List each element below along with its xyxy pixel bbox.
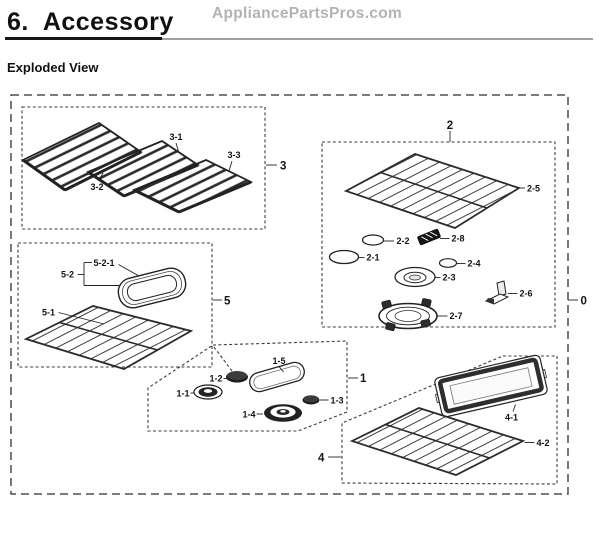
- title-underline: [5, 37, 162, 40]
- part-1-3-label: 1-3: [320, 396, 344, 406]
- part-2-2-label: 2-2: [384, 236, 410, 246]
- part-1-4-cap: [264, 404, 302, 422]
- svg-text:5-2-1: 5-2-1: [94, 258, 115, 268]
- part-2-5-label: 2-5: [519, 184, 540, 194]
- part-2-6-bracket: [484, 280, 510, 305]
- svg-text:2-6: 2-6: [520, 289, 533, 299]
- part-2-7-label: 2-7: [437, 311, 463, 321]
- svg-text:2-2: 2-2: [397, 236, 410, 246]
- svg-text:2-1: 2-1: [367, 253, 380, 263]
- part-2-1-label: 2-1: [358, 253, 380, 263]
- group-5-label: 5: [213, 296, 231, 308]
- svg-text:3-1: 3-1: [169, 132, 182, 142]
- group-0-boundary: [10, 94, 569, 495]
- svg-text:4-2: 4-2: [537, 438, 550, 448]
- svg-text:1-1: 1-1: [177, 389, 190, 399]
- part-4-2-rack: [349, 407, 526, 476]
- part-2-3-burner-cap: [394, 266, 436, 288]
- svg-text:5-1: 5-1: [42, 308, 55, 318]
- group-2-boundary: [321, 141, 556, 328]
- part-2-8-brush: [417, 228, 441, 246]
- group-2-label: 2: [447, 120, 453, 142]
- exploded-view-label: Exploded View: [7, 60, 99, 75]
- group-1-boundary: [147, 340, 348, 432]
- part-2-5-rack: [343, 153, 522, 229]
- part-2-4-oval: [438, 258, 458, 268]
- svg-text:2-8: 2-8: [452, 234, 465, 244]
- part-2-4-label: 2-4: [457, 259, 481, 269]
- part-2-1-oval: [328, 249, 360, 265]
- part-3-3-grate: [131, 159, 254, 214]
- part-1-3-cap: [302, 395, 320, 405]
- svg-text:2-7: 2-7: [450, 311, 463, 321]
- svg-text:2-3: 2-3: [443, 273, 456, 283]
- part-5-1-rack: [23, 305, 194, 370]
- part-3-1-label: 3-1: [169, 132, 183, 154]
- svg-text:4: 4: [318, 453, 325, 465]
- part-3-3-label: 3-3: [227, 150, 241, 172]
- svg-text:2: 2: [447, 120, 453, 132]
- page-title: 6. Accessory: [7, 8, 174, 36]
- group-3-boundary: [21, 106, 266, 230]
- svg-text:1-5: 1-5: [272, 356, 285, 366]
- group-4-boundary: [341, 355, 558, 485]
- part-2-8-label: 2-8: [440, 234, 465, 244]
- part-1-2-cap: [226, 371, 248, 383]
- part-1-1-label: 1-1: [177, 389, 194, 399]
- svg-text:2-5: 2-5: [527, 184, 540, 194]
- svg-text:4-1: 4-1: [505, 413, 518, 423]
- part-1-4-label: 1-4: [243, 410, 263, 420]
- part-1-5-label: 1-5: [272, 356, 286, 373]
- header-rule: [162, 38, 593, 40]
- svg-text:1-4: 1-4: [243, 410, 256, 420]
- svg-text:3-3: 3-3: [227, 150, 240, 160]
- part-5-2-label-bracket: 5-2 5-2-1: [61, 258, 140, 286]
- watermark-text: AppliancePartsPros.com: [212, 5, 403, 22]
- group-0-label: 0: [568, 296, 587, 308]
- part-2-2-oval: [361, 234, 385, 246]
- group-3-label: 3: [266, 161, 286, 173]
- svg-text:0: 0: [581, 296, 587, 308]
- part-3-2-label: 3-2: [90, 172, 104, 192]
- group-4-label: 4: [318, 453, 341, 465]
- part-2-7-burner-base: [378, 298, 438, 332]
- part-2-6-label: 2-6: [508, 289, 533, 299]
- svg-text:1: 1: [360, 373, 367, 385]
- svg-text:1-3: 1-3: [331, 396, 344, 406]
- part-1-5-cap: [249, 361, 305, 393]
- svg-text:2-4: 2-4: [468, 259, 481, 269]
- part-5-2-pan: [117, 267, 187, 309]
- part-4-1-griddle: [434, 354, 548, 418]
- box-connector-line: [213, 346, 236, 376]
- part-4-1-label: 4-1: [505, 404, 518, 423]
- group-5-boundary: [17, 242, 213, 368]
- svg-text:1-2: 1-2: [210, 374, 223, 384]
- group-1-label: 1: [348, 373, 367, 385]
- part-1-2-label: 1-2: [210, 374, 227, 384]
- svg-text:5-2: 5-2: [61, 270, 74, 280]
- part-2-3-label: 2-3: [435, 273, 456, 283]
- part-4-2-label: 4-2: [524, 438, 550, 448]
- svg-text:5: 5: [224, 296, 231, 308]
- part-1-1-cap: [193, 384, 223, 400]
- svg-text:3: 3: [280, 161, 286, 173]
- svg-text:3-2: 3-2: [90, 182, 103, 192]
- part-5-1-label: 5-1: [42, 308, 105, 325]
